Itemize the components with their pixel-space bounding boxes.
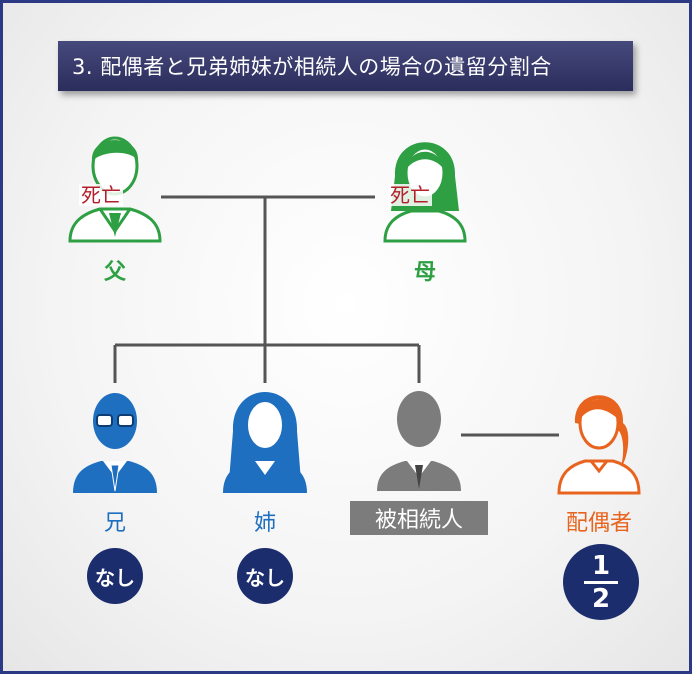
brother-label: 兄 (103, 511, 126, 536)
mother-label: 母 (413, 260, 436, 285)
brother-share-badge: なし (87, 548, 143, 604)
father-label: 父 (103, 260, 126, 285)
sister-icon (223, 392, 307, 493)
family-tree (68, 136, 641, 495)
spouse-icon (557, 395, 641, 495)
decedent-label: 被相続人 (350, 501, 488, 535)
spouse-share-badge: 1 2 (563, 544, 639, 620)
fraction-bar (584, 580, 618, 584)
sister-share-badge: なし (237, 548, 293, 604)
father-icon (68, 136, 162, 243)
mother-deceased-label: 死亡 (388, 183, 432, 207)
decedent-icon (377, 391, 461, 491)
sister-label: 姉 (253, 511, 276, 536)
page-title: 3. 配偶者と兄弟姉妹が相続人の場合の遺留分割合 (58, 41, 633, 91)
brother-icon (73, 393, 157, 493)
father-deceased-label: 死亡 (79, 183, 123, 207)
share-numerator: 1 (591, 550, 611, 581)
connector-lines (113, 195, 559, 437)
spouse-label: 配偶者 (565, 511, 632, 536)
share-denominator: 2 (591, 583, 611, 614)
